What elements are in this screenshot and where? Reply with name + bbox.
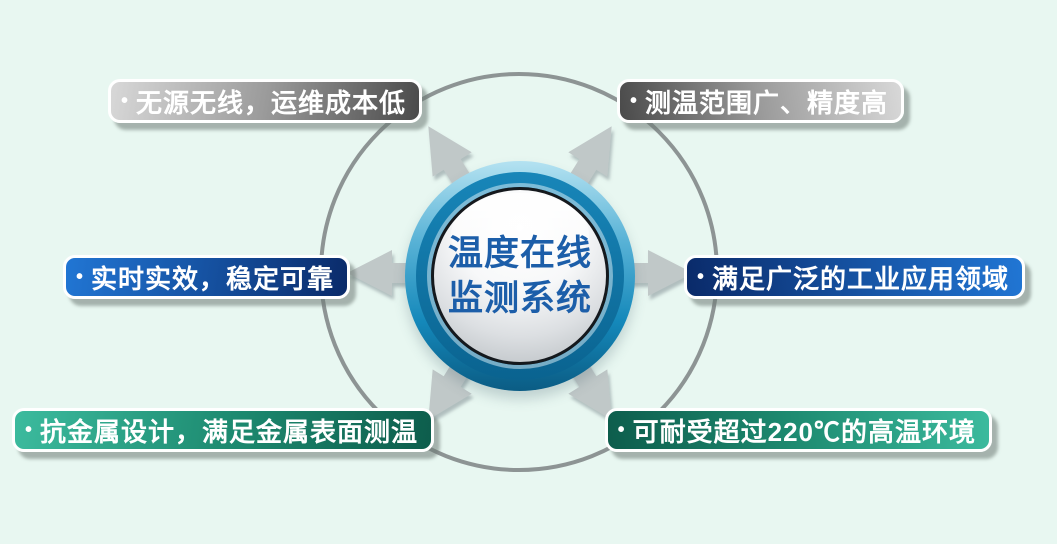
feature-label: 测温范围广、精度高 [644, 87, 888, 118]
bullet-icon: • [629, 89, 637, 112]
feature-box-anti-metal: • 抗金属设计，满足金属表面测温 [12, 408, 435, 452]
feature-box-high-temp: • 可耐受超过220℃的高温环境 [604, 408, 992, 452]
bullet-icon: • [696, 265, 704, 288]
feature-label: 满足广泛的工业应用领域 [711, 263, 1009, 294]
bullet-icon: • [617, 418, 625, 441]
feature-label: 无源无线，运维成本低 [136, 87, 407, 118]
center-sphere-face [431, 187, 609, 365]
bullet-icon: • [121, 89, 129, 112]
center-sphere: 温度在线 监测系统 [405, 161, 635, 391]
feature-label: 实时实效，稳定可靠 [91, 263, 335, 294]
feature-box-wide-range: • 测温范围广、精度高 [616, 79, 904, 123]
center-title-line2: 监测系统 [447, 279, 592, 318]
bullet-icon: • [76, 265, 84, 288]
feature-box-realtime: • 实时实效，稳定可靠 [63, 255, 351, 299]
feature-box-passive-wireless: • 无源无线，运维成本低 [108, 79, 423, 123]
feature-label: 抗金属设计，满足金属表面测温 [40, 416, 419, 447]
feature-label: 可耐受超过220℃的高温环境 [632, 416, 976, 447]
feature-box-industrial: • 满足广泛的工业应用领域 [683, 255, 1025, 299]
bullet-icon: • [25, 418, 33, 441]
center-title: 温度在线 监测系统 [405, 161, 635, 391]
center-title-line1: 温度在线 [447, 233, 592, 273]
